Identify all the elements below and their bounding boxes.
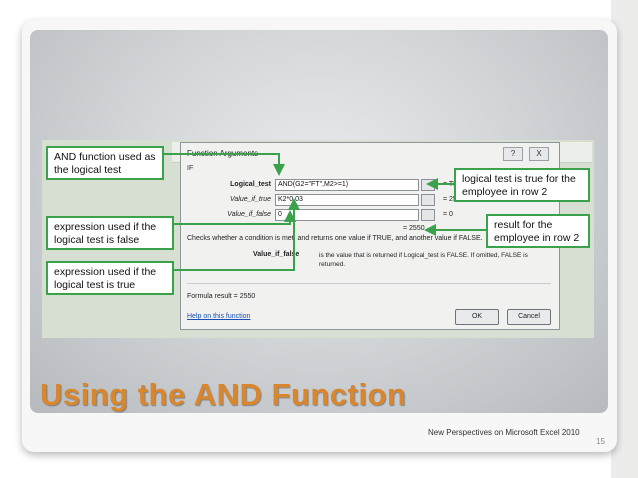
value-if-true-result: = 2550: [443, 196, 465, 203]
callout-logical-test-true: logical test is true for the employee in…: [454, 168, 590, 202]
arrow-value-if-false: [174, 210, 296, 225]
slide-footer: New Perspectives on Microsoft Excel 2010: [428, 428, 580, 437]
excel-screenshot: Function Arguments ? X IF Logical_test A…: [42, 140, 594, 338]
function-name: IF: [187, 165, 194, 172]
callout-value-if-true: expression used if the logical test is t…: [46, 261, 174, 295]
value-if-true-label: Value_if_true: [230, 196, 271, 203]
callout-value-if-false: expression used if the logical test is f…: [46, 216, 174, 250]
close-button[interactable]: X: [529, 147, 549, 161]
value-if-false-input[interactable]: 0: [275, 209, 419, 221]
logical-test-label: Logical_test: [230, 181, 271, 188]
help-button[interactable]: ?: [503, 147, 523, 161]
dialog-divider: [187, 283, 551, 284]
callout-result: result for the employee in row 2: [486, 214, 590, 248]
arrow-value-if-true: [174, 198, 300, 271]
value-if-false-label: Value_if_false: [227, 211, 271, 218]
callout-arrows: [164, 153, 486, 271]
arrow-and-function: [164, 153, 285, 176]
formula-result: Formula result = 2550: [187, 293, 256, 300]
focused-arg-description: is the value that is returned if Logical…: [319, 252, 528, 268]
logical-test-input[interactable]: AND(G2="FT",M2>=1): [275, 179, 419, 191]
collapse-dialog-icon[interactable]: [421, 209, 435, 221]
function-result: = 2550: [403, 225, 425, 232]
value-if-false-result: = 0: [443, 211, 453, 218]
collapse-dialog-icon[interactable]: [421, 194, 435, 206]
slide-title: Using the AND Function: [40, 377, 407, 412]
focused-arg-label: Value_if_false: [253, 251, 300, 258]
help-link[interactable]: Help on this function: [187, 313, 251, 320]
page-number: 15: [596, 437, 605, 446]
function-description: Checks whether a condition is met, and r…: [187, 235, 483, 242]
cancel-button[interactable]: Cancel: [507, 309, 551, 325]
ok-button[interactable]: OK: [455, 309, 499, 325]
callout-and-function: AND function used as the logical test: [46, 146, 164, 180]
